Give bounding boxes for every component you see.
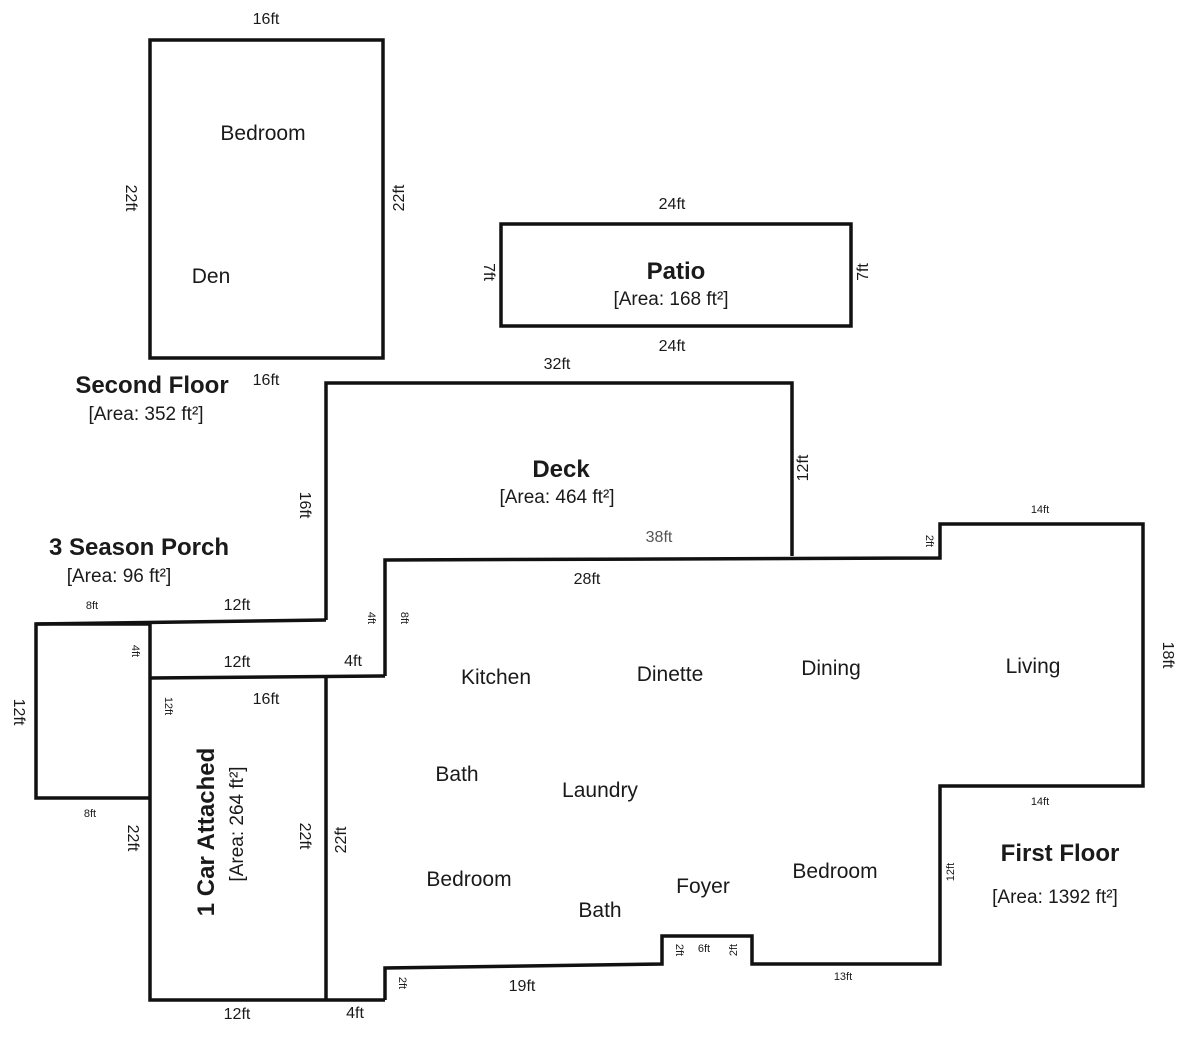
- deck-left-dim: 16ft: [296, 492, 313, 519]
- second-floor-right-dim: 22ft: [391, 184, 408, 211]
- deck-title: Deck: [532, 456, 590, 483]
- first-floor-bottom-left-dim: 19ft: [509, 978, 536, 995]
- room-den: Den: [192, 265, 231, 288]
- porch: 3 Season Porch [Area: 96 ft²] 8ft 8ft 12…: [10, 534, 229, 820]
- step-top-dim: 2ft: [923, 535, 935, 547]
- second-floor-area: [Area: 352 ft²]: [88, 404, 203, 425]
- room-foyer: Foyer: [676, 875, 730, 898]
- first-floor: 28ft 22ft 14ft 18ft 14ft 12ft 13ft 19ft …: [333, 504, 1176, 1000]
- deck-top-dim: 32ft: [544, 356, 571, 373]
- garage-left-upper-dim: 12ft: [162, 697, 174, 715]
- garage-title: 1 Car Attached: [193, 748, 220, 917]
- first-floor-area: [Area: 1392 ft²]: [992, 887, 1118, 908]
- patio-bottom-dim: 24ft: [659, 338, 686, 355]
- bump-right-dim: 2ft: [728, 944, 740, 956]
- room-dinette: Dinette: [637, 663, 704, 686]
- connector-step-dim: 4ft: [344, 653, 362, 670]
- porch-bottom-dim: 8ft: [84, 808, 96, 820]
- connector-small-dim-1: 4ft: [365, 612, 377, 624]
- connector-top-dim: 12ft: [224, 597, 251, 614]
- garage-inner-dim: 22ft: [296, 823, 313, 850]
- garage-step-dim: 4ft: [346, 1005, 364, 1022]
- porch-top-dim: 8ft: [86, 600, 98, 612]
- first-floor-title: First Floor: [1001, 840, 1120, 867]
- garage: 16ft 12ft 4ft 22ft 22ft 12ft 1 Car Attac…: [124, 624, 385, 1023]
- deck: 32ft 12ft 16ft 38ft Deck [Area: 464 ft²]…: [35, 356, 812, 680]
- second-floor-left-dim: 22ft: [122, 185, 139, 212]
- room-bath-2: Bath: [578, 899, 621, 922]
- garage-left-dim: 22ft: [124, 825, 141, 852]
- room-dining: Dining: [801, 657, 861, 680]
- patio-left-dim: 7ft: [480, 263, 497, 281]
- garage-top-dim: 16ft: [253, 691, 280, 708]
- garage-area: [Area: 264 ft²]: [227, 766, 248, 881]
- first-floor-right-mid-dim: 14ft: [1031, 796, 1049, 808]
- first-floor-right-lower-dim: 12ft: [945, 863, 957, 881]
- room-bedroom-1: Bedroom: [426, 868, 511, 891]
- porch-outline: [34, 622, 150, 800]
- deck-right-dim: 12ft: [795, 454, 812, 481]
- patio-top-dim: 24ft: [659, 196, 686, 213]
- first-floor-bottom-right-dim: 13ft: [834, 971, 852, 983]
- patio: 24ft 24ft 7ft 7ft Patio [Area: 168 ft²]: [480, 196, 872, 355]
- room-kitchen: Kitchen: [461, 666, 531, 689]
- first-floor-right-top-dim: 14ft: [1031, 504, 1049, 516]
- room-bedroom-upstairs: Bedroom: [220, 122, 305, 145]
- connector-bottom-wall: [149, 674, 386, 680]
- garage-outline: [148, 624, 385, 1002]
- connector-small-dim-2: 8ft: [398, 612, 410, 624]
- porch-right-dim: 4ft: [129, 645, 141, 657]
- first-floor-outline: [383, 522, 1145, 1000]
- deck-outline: [324, 381, 794, 620]
- porch-area: [Area: 96 ft²]: [67, 566, 172, 587]
- bump-left-dim: 2ft: [673, 944, 685, 956]
- garage-bottom-dim: 12ft: [224, 1006, 251, 1023]
- first-floor-left-dim: 22ft: [333, 826, 350, 853]
- second-floor: 16ft 16ft 22ft 22ft Bedroom Den Second F…: [75, 11, 408, 425]
- patio-right-dim: 7ft: [855, 263, 872, 281]
- first-floor-top-dim: 28ft: [574, 571, 601, 588]
- deck-inner-dim: 38ft: [646, 529, 673, 546]
- foyer-bump-dim: 6ft: [698, 943, 710, 955]
- room-living: Living: [1006, 655, 1061, 678]
- step-bottom-dim: 2ft: [396, 977, 408, 989]
- first-floor-right-side-dim: 18ft: [1159, 642, 1176, 669]
- second-floor-outline: [148, 38, 385, 360]
- room-laundry: Laundry: [562, 779, 638, 802]
- patio-title: Patio: [647, 258, 706, 285]
- deck-area: [Area: 464 ft²]: [499, 487, 614, 508]
- room-bedroom-2: Bedroom: [792, 860, 877, 883]
- second-floor-title: Second Floor: [75, 372, 228, 399]
- room-bath-1: Bath: [435, 763, 478, 786]
- porch-title: 3 Season Porch: [49, 534, 229, 561]
- connector-bottom-dim: 12ft: [224, 654, 251, 671]
- second-floor-bottom-dim: 16ft: [253, 372, 280, 389]
- patio-area: [Area: 168 ft²]: [613, 289, 728, 310]
- second-floor-top-dim: 16ft: [253, 11, 280, 28]
- patio-outline: [499, 222, 853, 328]
- porch-left-dim: 12ft: [10, 699, 27, 726]
